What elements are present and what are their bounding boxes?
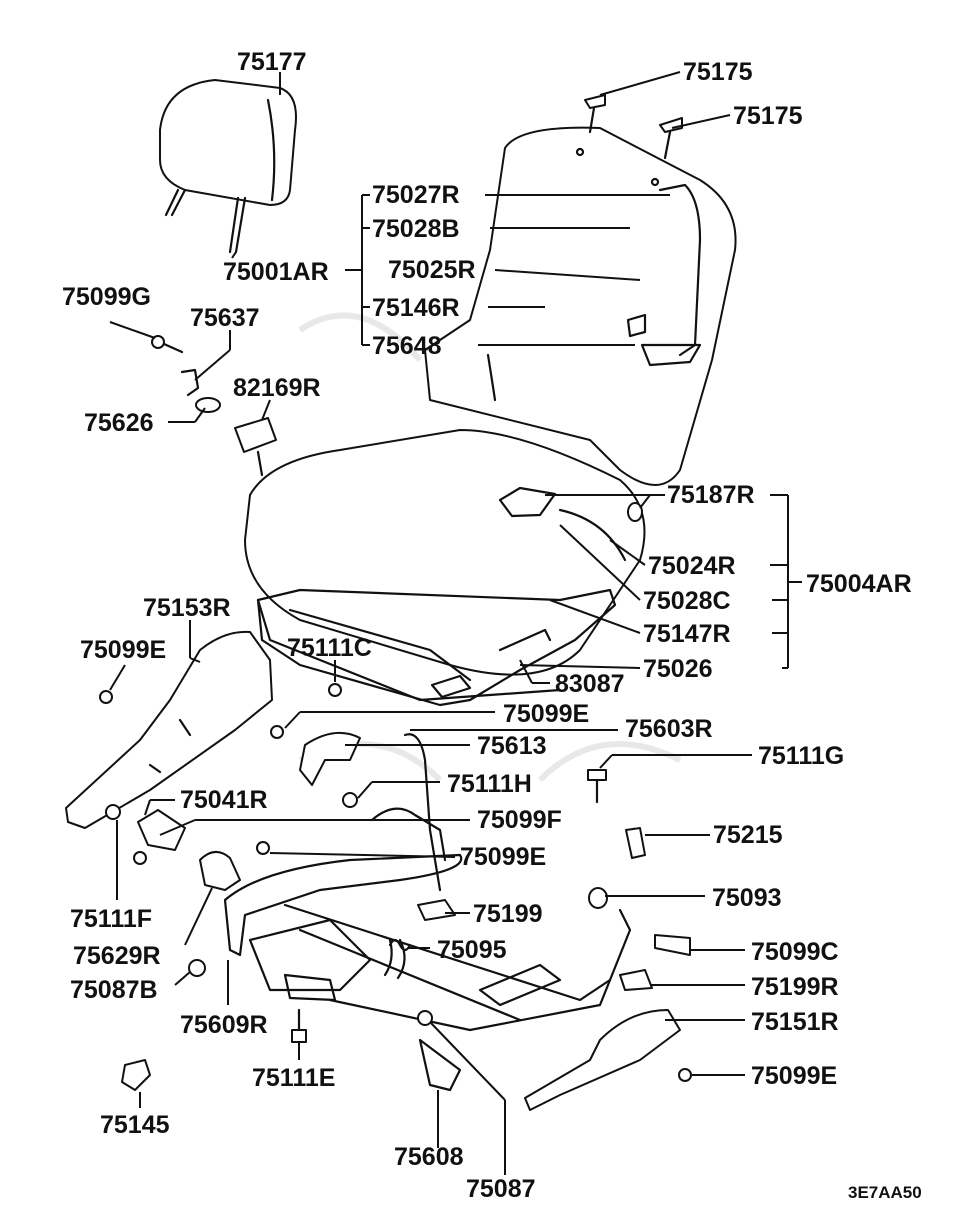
label-75648: 75648 — [372, 332, 442, 360]
label-75093: 75093 — [712, 884, 782, 912]
label-75111H: 75111H — [447, 770, 532, 798]
label-83087: 83087 — [555, 670, 625, 698]
label-75177: 75177 — [237, 48, 307, 76]
label-75099C: 75099C — [751, 938, 839, 966]
label-75199R: 75199R — [751, 973, 839, 1001]
label-75146R: 75146R — [372, 294, 460, 322]
label-75147R: 75147R — [643, 620, 731, 648]
label-75099E-d: 75099E — [751, 1062, 837, 1090]
label-75608: 75608 — [394, 1143, 464, 1171]
label-75024R: 75024R — [648, 552, 736, 580]
label-75025R: 75025R — [388, 256, 476, 284]
diagram-code: 3E7AA50 — [848, 1183, 922, 1202]
label-75087: 75087 — [466, 1175, 536, 1203]
label-75637: 75637 — [190, 304, 260, 332]
label-75153R: 75153R — [143, 594, 231, 622]
part-labels: 75177 75175 75175 75027R 75028B 75001AR … — [62, 48, 922, 1203]
label-75175-a: 75175 — [683, 58, 753, 86]
label-75187R: 75187R — [667, 481, 755, 509]
label-75613: 75613 — [477, 732, 547, 760]
label-75095: 75095 — [437, 936, 507, 964]
label-75099E-b: 75099E — [503, 700, 589, 728]
label-75027R: 75027R — [372, 181, 460, 209]
label-75609R: 75609R — [180, 1011, 268, 1039]
seat-mechanism — [223, 733, 632, 1092]
label-75111G: 75111G — [758, 742, 844, 770]
side-shield — [65, 630, 273, 829]
label-75626: 75626 — [84, 409, 154, 437]
label-75215: 75215 — [713, 821, 783, 849]
label-75111E: 75111E — [252, 1064, 335, 1092]
leader-lines — [109, 71, 802, 1175]
label-75145: 75145 — [100, 1111, 170, 1139]
label-75041R: 75041R — [180, 786, 268, 814]
label-75111C: 75111C — [287, 634, 372, 662]
label-75175-b: 75175 — [733, 102, 803, 130]
label-75099E-c: 75099E — [460, 843, 546, 871]
label-75001AR: 75001AR — [223, 258, 329, 286]
label-75099F: 75099F — [477, 806, 562, 834]
label-75099G: 75099G — [62, 283, 151, 311]
label-75087B: 75087B — [70, 976, 158, 1004]
label-75603R: 75603R — [625, 715, 713, 743]
label-75151R: 75151R — [751, 1008, 839, 1036]
label-75629R: 75629R — [73, 942, 161, 970]
label-75028B: 75028B — [372, 215, 460, 243]
label-82169R: 82169R — [233, 374, 321, 402]
seat-frame — [256, 588, 617, 707]
label-75026: 75026 — [643, 655, 713, 683]
small-parts — [99, 94, 692, 1111]
headrest — [159, 79, 297, 254]
label-75028C: 75028C — [643, 587, 731, 615]
label-75199: 75199 — [473, 900, 543, 928]
label-75004AR: 75004AR — [806, 570, 912, 598]
label-75099E-a: 75099E — [80, 636, 166, 664]
label-75111F: 75111F — [70, 905, 152, 933]
seat-back — [424, 126, 737, 486]
